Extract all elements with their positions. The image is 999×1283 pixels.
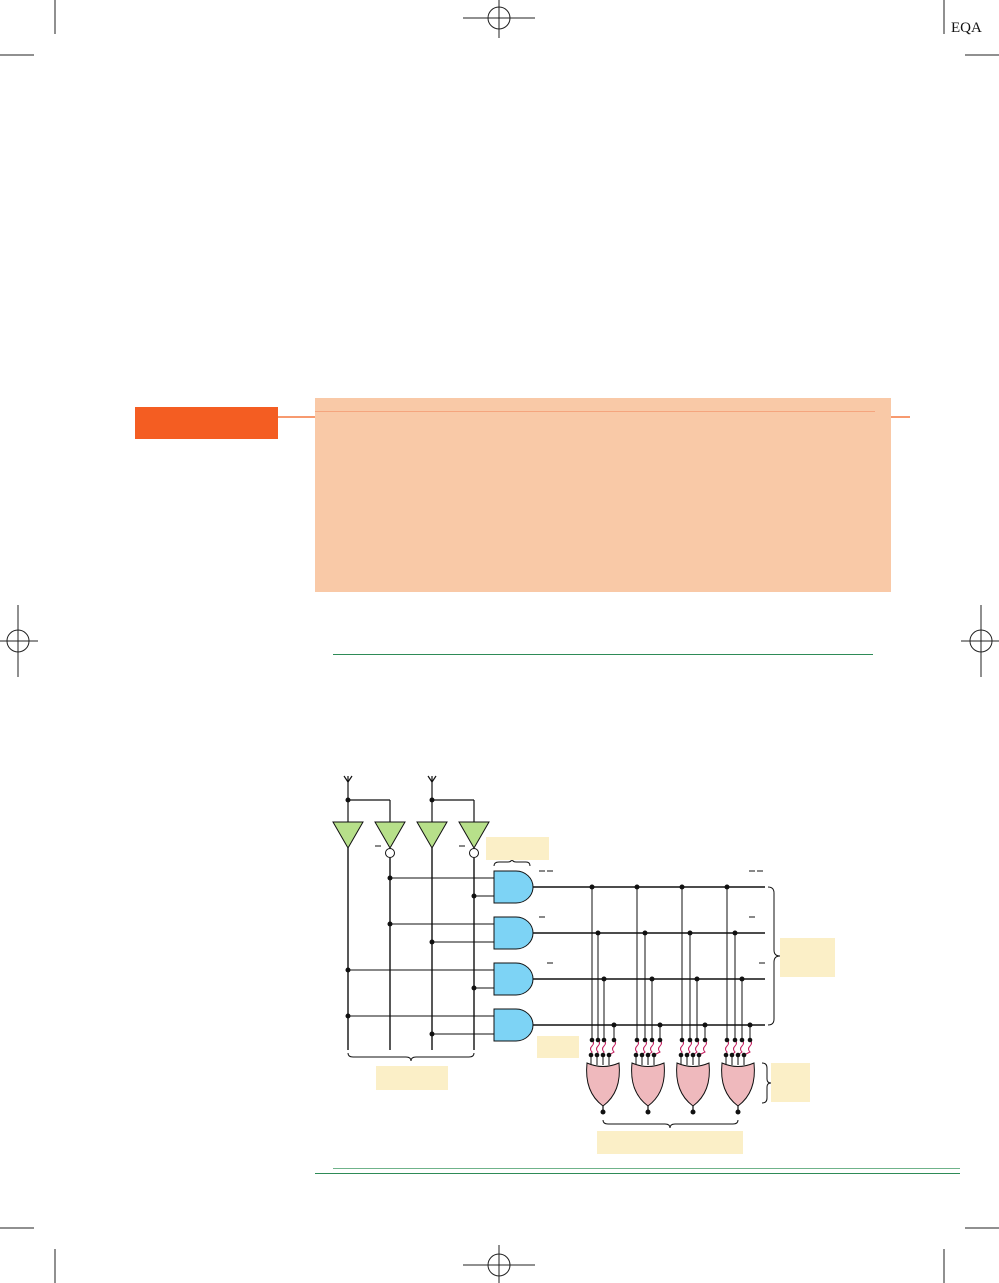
registration-mark-left: [0, 605, 38, 677]
brace-inputs: [347, 1052, 475, 1062]
or-gate-4: [721, 1062, 755, 1107]
registration-mark-right: [961, 605, 999, 677]
registration-mark-top: [463, 0, 535, 38]
figure-bottom-rule-inner: [333, 1168, 960, 1169]
and-gate-1: [493, 870, 534, 904]
or-gate-1: [586, 1062, 620, 1107]
fuse-link: [641, 1039, 647, 1056]
figure-bottom-rule: [315, 1173, 960, 1174]
label-box-outputs: [597, 1131, 743, 1154]
inverter-bubble-a: [385, 848, 395, 858]
buffer-b-true: [416, 821, 448, 850]
fuse-link: [686, 1039, 692, 1056]
or-gate-3: [676, 1062, 710, 1107]
buffer-a-true: [332, 821, 364, 850]
label-box-and-top: [486, 837, 549, 860]
and-gate-2: [493, 916, 534, 950]
fuse-link: [647, 1039, 654, 1056]
brace-right-products: [767, 886, 781, 1026]
fuse-link: [737, 1039, 744, 1056]
or-gate-2: [631, 1062, 665, 1107]
fuse-links: [590, 1039, 752, 1065]
label-box-or: [771, 1063, 810, 1102]
label-box-inputs: [376, 1066, 448, 1090]
inverter-bubble-b: [469, 848, 479, 858]
label-box-and-bottom: [537, 1036, 579, 1058]
fuse-link: [692, 1039, 699, 1056]
and-gate-3: [493, 962, 534, 996]
figure-top-rule: [333, 654, 873, 655]
input-pin-a: [343, 775, 353, 800]
input-pin-b: [427, 775, 437, 800]
registration-mark-bottom: [463, 1245, 535, 1283]
and-gate-4: [493, 1008, 534, 1042]
section-accent-bar: [135, 407, 278, 439]
buffer-b-complement: [458, 821, 490, 850]
label-box-products: [780, 938, 835, 977]
callout-panel: [315, 398, 891, 592]
page-corner-tag: EQA: [951, 20, 982, 36]
callout-panel-rule: [315, 411, 875, 412]
fuse-link: [731, 1039, 737, 1056]
fuse-link: [608, 1039, 616, 1056]
brace-outputs: [602, 1119, 739, 1129]
buffer-a-complement: [374, 821, 406, 850]
brace-right-or: [761, 1062, 772, 1104]
